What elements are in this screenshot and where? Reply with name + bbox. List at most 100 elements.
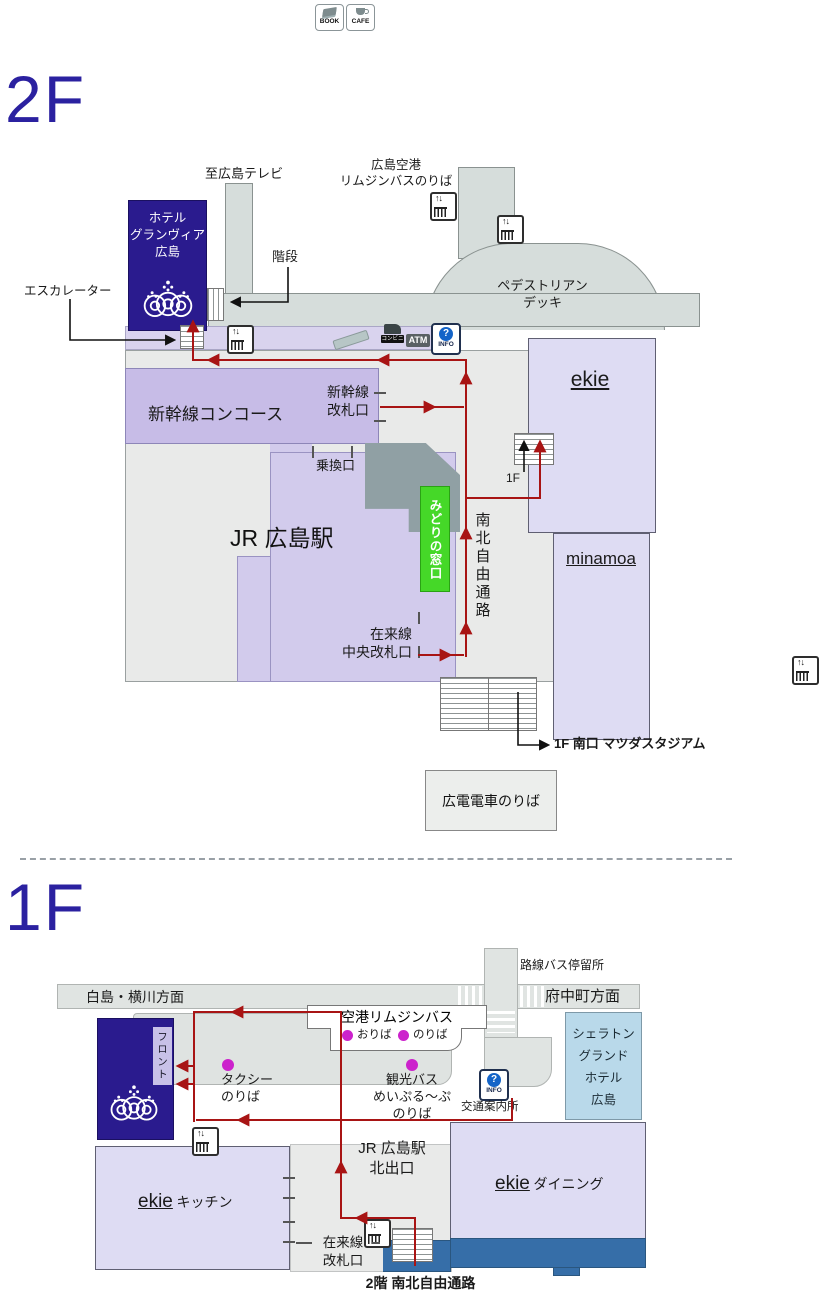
south-exit-mazda-stadium-label: 1F 南口 マツダスタジアム — [554, 736, 706, 751]
escalator-icon — [497, 215, 524, 244]
ekie-name: ekie — [495, 1173, 530, 1194]
noriba-dot — [398, 1030, 409, 1041]
shinkansen-gate-label-line1: 新幹線 — [327, 384, 369, 400]
stairs-1f-marker: 1F — [506, 471, 521, 485]
hotel-name-line2: グランヴィア — [129, 228, 205, 242]
floor-divider — [20, 858, 732, 860]
crosswalk — [520, 986, 544, 1007]
info-icon: ? INFO — [431, 323, 461, 355]
noriba-label: のりば — [413, 1029, 448, 1041]
fuchu-cho-label: 府中町方面 — [545, 988, 621, 1005]
escalator-icon — [792, 656, 819, 685]
info-label: INFO — [486, 1087, 502, 1094]
sheraton-hotel: シェラトン グランド ホテル 広島 — [565, 1012, 642, 1120]
hotel-name-line1: ホテル — [148, 211, 187, 225]
taxi-stand-dot — [222, 1059, 234, 1071]
stairs-label: 階段 — [272, 249, 299, 264]
pedestrian-deck-label-line2: デッキ — [522, 294, 562, 310]
dining-suffix: ダイニング — [533, 1176, 604, 1192]
stairs-tv-corridor — [207, 288, 224, 321]
north-exit-label-line1: JR 広島駅 — [358, 1140, 426, 1157]
zairaisen-gate-label-line1: 在来線 — [370, 626, 412, 642]
transport-info-center-label: 交通案内所 — [461, 1101, 519, 1113]
zairaisen-gate-1f-label-line2: 改札口 — [322, 1252, 364, 1268]
cafe-icon-label: CAFE — [351, 18, 370, 25]
book-store-icon: BOOK — [315, 4, 344, 31]
book-icon-label: BOOK — [319, 18, 340, 25]
hiroden-label: 広電電車のりば — [442, 792, 540, 809]
cafe-icon — [347, 5, 374, 18]
oriba-dot — [342, 1030, 353, 1041]
sheraton-label-line1: シェラトン — [572, 1027, 635, 1041]
info-icon: ? INFO — [479, 1069, 509, 1101]
crosswalk — [487, 1011, 515, 1033]
north-south-passage-label: 南北自由通路 — [473, 512, 491, 620]
escalator-graphic — [332, 329, 373, 351]
sheraton-label-line4: 広島 — [590, 1093, 616, 1107]
hotel-escalator — [180, 325, 204, 349]
airport-limousine-label: 空港リムジンバス — [341, 1009, 453, 1025]
ekie-name: ekie — [138, 1191, 173, 1212]
convenience-store-icon: コンビニ — [381, 324, 404, 347]
passage-2f-label: 2階 南北自由通路 — [365, 1275, 476, 1291]
jr-hiroshima-station-label: JR 広島駅 — [230, 525, 334, 551]
oriba-label: おりば — [357, 1029, 392, 1041]
ekie-stairs-to-1f — [514, 433, 554, 465]
zairaisen-gate-label-line2: 中央改札口 — [342, 644, 412, 661]
sightseeing-bus-label-line1: 観光バス — [385, 1072, 438, 1087]
taxi-stand-label-line2: のりば — [221, 1088, 261, 1104]
airport-limousine-tag: 空港リムジンバス — [307, 1005, 487, 1029]
sightseeing-bus-label-line2: めいぷる〜ぷ — [372, 1088, 451, 1104]
shinkansen-gate-label-line2: 改札口 — [327, 402, 369, 419]
midori-no-madoguchi: みどりの窓口 — [420, 486, 450, 592]
corridor-to-tv — [225, 183, 253, 298]
shinkansen-concourse-label: 新幹線コンコース — [148, 405, 284, 424]
info-label: INFO — [438, 341, 454, 348]
escalator-icon — [192, 1127, 219, 1156]
hiroden-tram-stop: 広電電車のりば — [425, 770, 557, 831]
north-exit-label-line2: 北出口 — [369, 1159, 415, 1177]
midori-label: みどりの窓口 — [427, 498, 442, 580]
transfer-gate-label: 乗換口 — [316, 458, 356, 473]
konbini-label: コンビニ — [381, 335, 404, 343]
to-hiroshima-tv-label: 至広島テレビ — [205, 166, 284, 181]
south-exit-stairs — [440, 677, 537, 731]
pedestrian-deck-label-line1: ペデストリアン — [497, 278, 588, 293]
hotel-granvia-crest-logo — [110, 1085, 158, 1121]
zairaisen-gate-1f-label-line1: 在来線 — [322, 1235, 364, 1250]
hotel-name-line3: 広島 — [154, 245, 180, 259]
escalator-icon — [227, 325, 254, 354]
ekie-label: ekie — [570, 368, 610, 391]
kitchen-suffix: キッチン — [176, 1194, 233, 1210]
taxi-stand-label-line1: タクシー — [221, 1072, 274, 1087]
airport-bus-label-line2: リムジンバスのりば — [339, 174, 453, 189]
ekie-kitchen-label: ekie キッチン — [138, 1190, 232, 1215]
passage-2f-band — [450, 1238, 646, 1268]
sheraton-label-line3: ホテル — [584, 1071, 623, 1085]
front-desk-label: フロント — [153, 1027, 172, 1085]
info-question-mark: ? — [487, 1073, 501, 1087]
jr-station-body-left — [237, 556, 271, 682]
route-bus-stop-label: 路線バス停留所 — [520, 958, 605, 972]
hotel-granvia-2f: ホテル グランヴィア 広島 — [128, 200, 207, 331]
sheraton-label-line2: グランド — [578, 1049, 629, 1063]
hakushima-yokogawa-label: 白島・横川方面 — [86, 989, 184, 1005]
floor-1f-label: 1F — [5, 870, 87, 944]
airport-bus-label-line1: 広島空港 — [370, 158, 421, 172]
stairs-to-2f-passage — [392, 1228, 433, 1262]
sightseeing-bus-label-line3: のりば — [392, 1105, 432, 1121]
escalator-icon — [430, 192, 457, 221]
ekie-dining-building — [450, 1122, 646, 1240]
ekie-dining-label: ekie ダイニング — [495, 1172, 603, 1197]
info-question-mark: ? — [439, 327, 453, 341]
atm-icon: ATM — [406, 334, 430, 347]
escalator-label: エスカレーター — [24, 284, 112, 298]
hotel-granvia-1f: フロント — [97, 1018, 174, 1140]
book-icon — [316, 5, 343, 18]
cafe-store-icon: CAFE — [346, 4, 375, 31]
sightseeing-bus-dot — [406, 1059, 418, 1071]
floor-2f-label: 2F — [5, 62, 87, 136]
crosswalk — [458, 986, 482, 1007]
minamoa-building — [553, 533, 650, 740]
